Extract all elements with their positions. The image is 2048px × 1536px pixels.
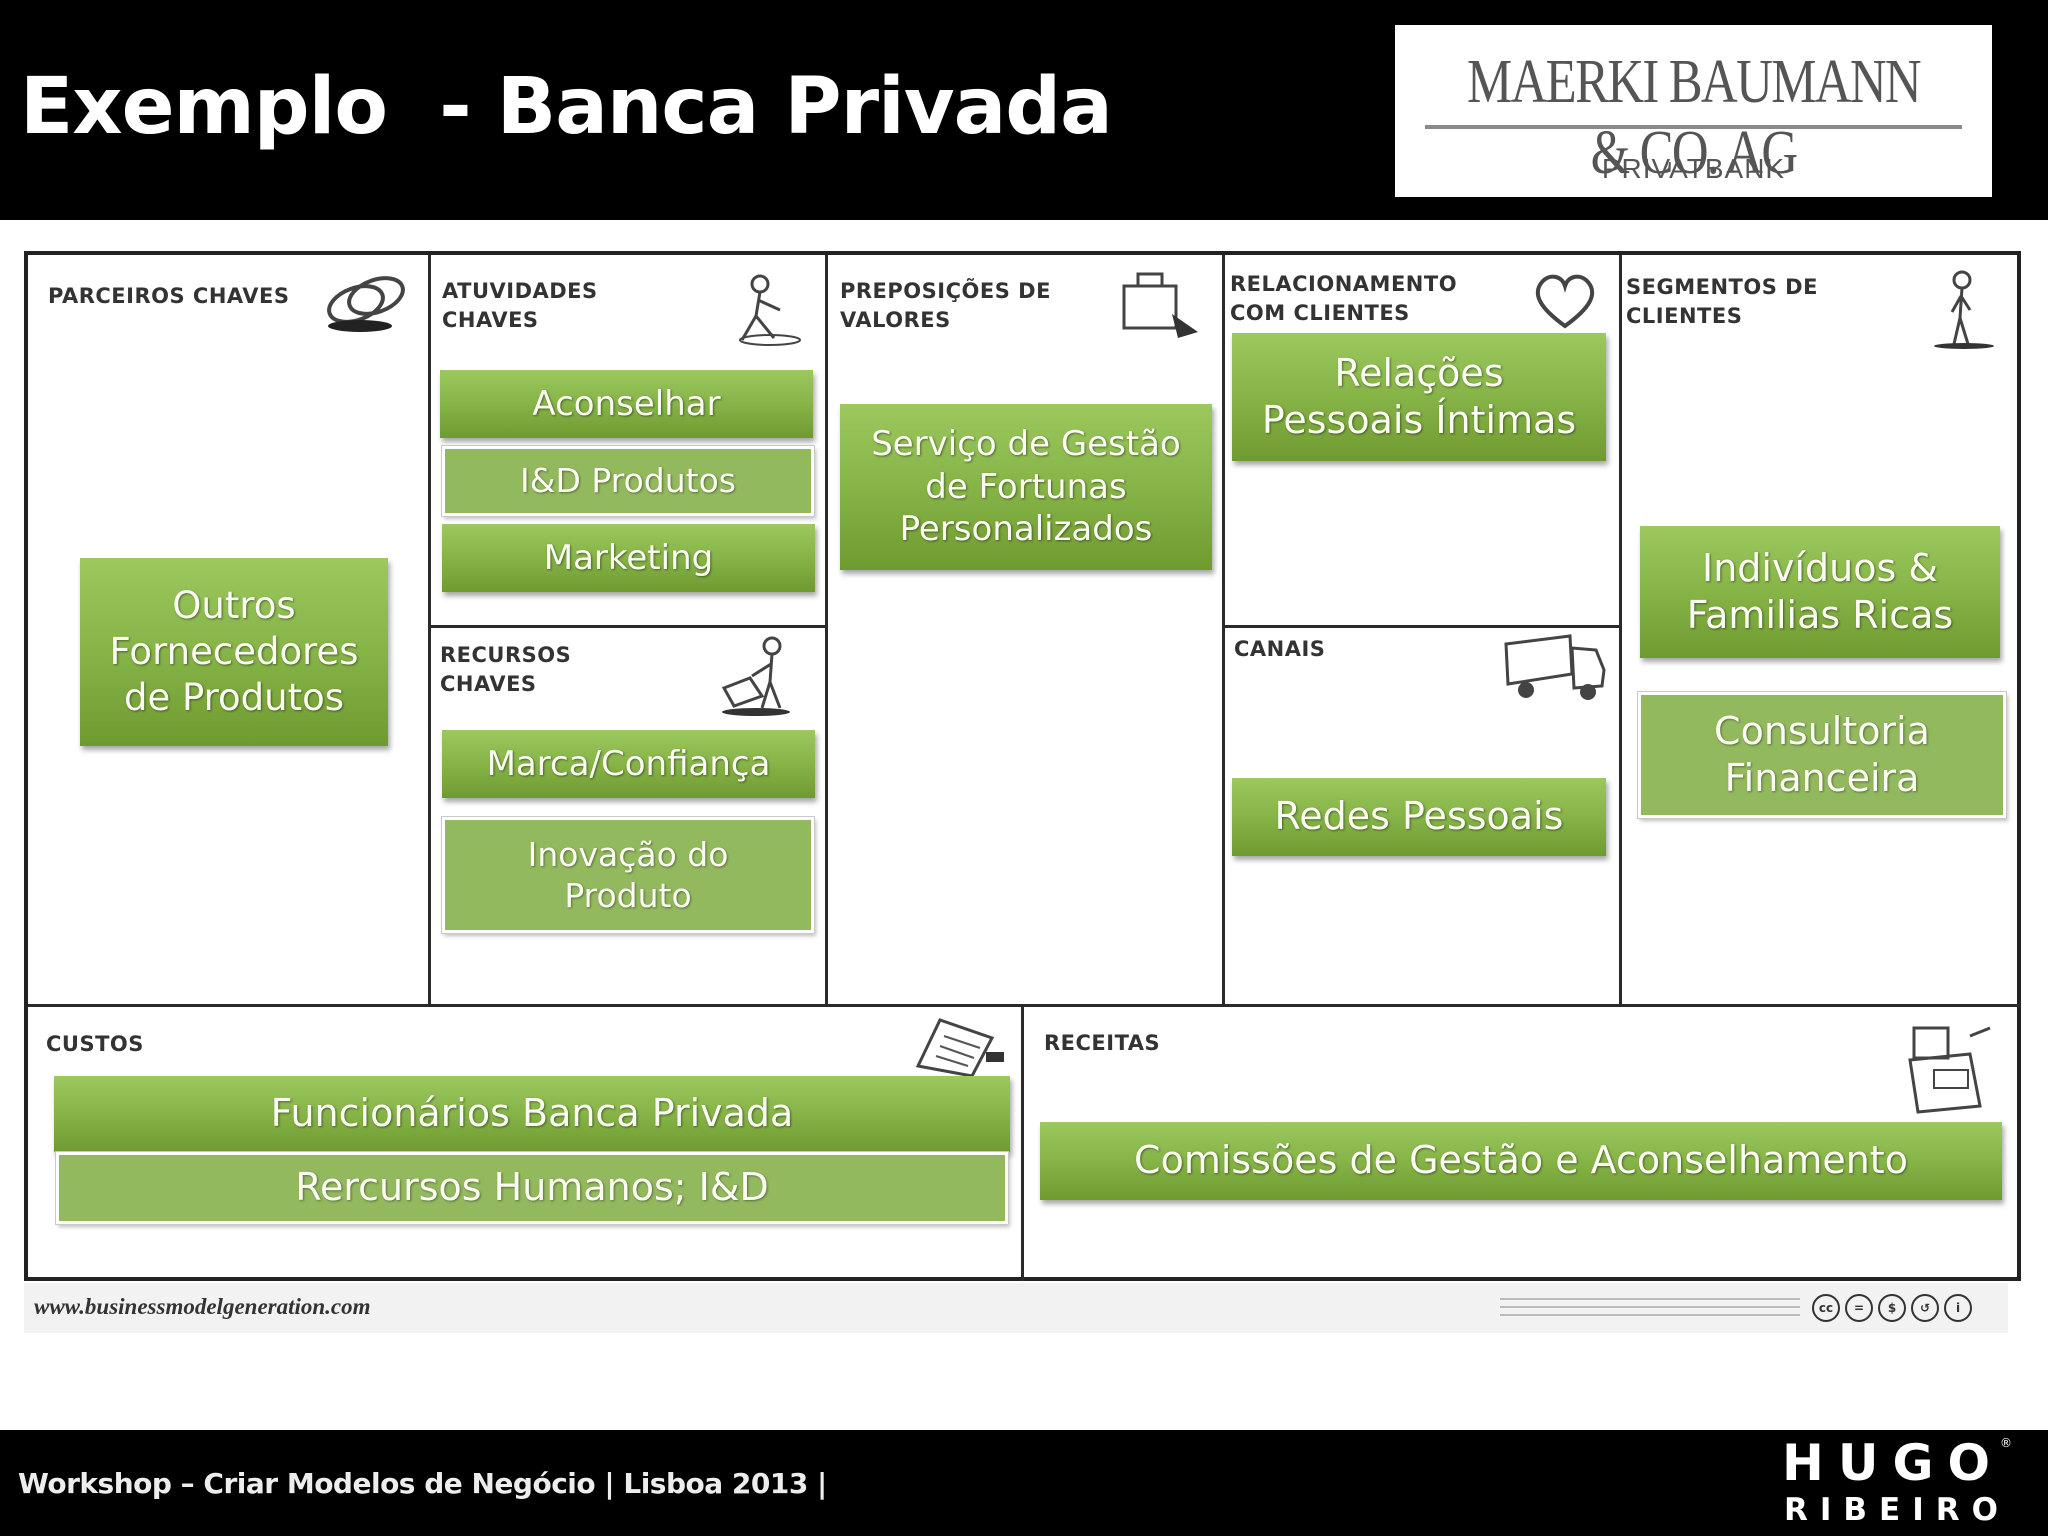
box-id-produtos: I&D Produtos <box>441 445 815 517</box>
cc-person-icon: i <box>1944 1294 1972 1322</box>
section-label-recursos: RECURSOS CHAVES <box>440 643 572 696</box>
box-outros-fornecedores: Outros Fornecedores de Produtos <box>80 558 388 746</box>
logo-subtitle: PRIVATBANK <box>1601 153 1786 184</box>
heart-icon <box>1535 274 1595 329</box>
divider <box>428 625 828 628</box>
divider <box>1222 255 1225 1005</box>
box-comissoes: Comissões de Gestão e Aconselhamento <box>1040 1122 2002 1200</box>
divider <box>428 255 431 1005</box>
workshop-footer: Workshop – Criar Modelos de Negócio | Li… <box>18 1467 827 1500</box>
box-inovacao-produto: Inovação do Produto <box>441 816 815 934</box>
section-label-proposicoes: PREPOSIÇÕES DE VALORES <box>840 279 1051 332</box>
cash-register-icon <box>1908 1026 1991 1114</box>
box-redes-pessoais: Redes Pessoais <box>1232 778 1606 856</box>
cc-sa-icon: ↺ <box>1911 1294 1939 1322</box>
box-individuos: Indivíduos & Familias Ricas <box>1640 526 2000 658</box>
gift-box-icon <box>1122 272 1198 338</box>
maerki-baumann-logo: MAERKI BAUMANN & CO. AG PRIVATBANK <box>1395 25 1992 197</box>
section-label-relacionamento: RELACIONAMENTO COM CLIENTES <box>1230 272 1458 325</box>
cc-icon: cc <box>1812 1294 1840 1322</box>
cc-by-icon: = <box>1845 1294 1873 1322</box>
source-url: www.businessmodelgeneration.com <box>34 1294 371 1319</box>
box-aconselhar: Aconselhar <box>440 370 813 438</box>
section-label-parceiros: PARCEIROS CHAVES <box>48 284 290 308</box>
box-funcionarios: Funcionários Banca Privada <box>54 1076 1010 1152</box>
divider <box>1619 255 1622 1005</box>
box-servico-gestao: Serviço de Gestão de Fortunas Personaliz… <box>840 404 1212 570</box>
logo-divider <box>1425 125 1962 129</box>
box-relacoes-pessoais: Relações Pessoais Íntimas <box>1232 333 1606 461</box>
divider <box>1222 625 1622 628</box>
box-consultoria: Consultoria Financeira <box>1637 691 2007 819</box>
chain-links-icon <box>327 276 405 332</box>
page-title: Exemplo - Banca Privada <box>20 62 1113 152</box>
divider <box>825 255 828 1005</box>
section-label-canais: CANAIS <box>1234 637 1326 661</box>
person-with-box-icon <box>721 636 790 716</box>
box-marca-confianca: Marca/Confiança <box>442 730 815 798</box>
cc-nc-icon: $ <box>1878 1294 1906 1322</box>
creative-commons-icons: cc = $ ↺ i <box>1812 1294 1972 1326</box>
brand-name-line2: RIBEIRO <box>1784 1492 2010 1528</box>
license-fine-print <box>1500 1298 1800 1322</box>
truck-icon <box>1504 634 1606 700</box>
canvas-footer <box>24 1283 2008 1333</box>
section-label-custos: CUSTOS <box>46 1032 144 1056</box>
registered-mark: ® <box>2000 1436 2012 1450</box>
receipt-icon <box>915 1018 1004 1076</box>
box-recursos-humanos: Rercursos Humanos; I&D <box>55 1151 1009 1225</box>
standing-person-icon <box>1934 270 1994 349</box>
section-label-segmentos: SEGMENTOS DE CLIENTES <box>1626 275 1818 328</box>
logo-name: MAERKI BAUMANN & CO. AG <box>1467 48 1922 187</box>
box-marketing: Marketing <box>442 524 815 592</box>
section-label-atividades: ATUVIDADES CHAVES <box>442 279 598 332</box>
divider <box>1021 1005 1024 1281</box>
brand-name-line1: HUGO <box>1782 1434 2004 1492</box>
worker-icon <box>739 274 801 346</box>
section-label-receitas: RECEITAS <box>1044 1031 1161 1055</box>
bottom-bar <box>0 1430 2048 1536</box>
divider <box>28 1004 2021 1007</box>
